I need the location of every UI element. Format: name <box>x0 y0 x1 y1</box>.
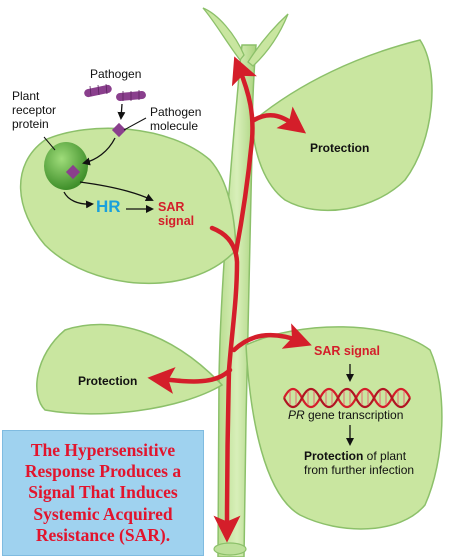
arrow-molecule-to-receptor <box>82 137 116 166</box>
label-pathogen: Pathogen <box>90 67 142 81</box>
caption-box: The Hypersensitive Response Produces a S… <box>2 430 204 556</box>
label-sar-signal-left: SAR signal <box>158 200 195 229</box>
label-pr-italic: PR <box>288 408 305 422</box>
label-protection-left: Protection <box>78 374 138 388</box>
pathogen-molecule-pointer <box>123 117 147 131</box>
arrow-receptor-to-hr <box>63 191 94 209</box>
label-plant-receptor-protein: Plant receptor protein <box>12 89 57 131</box>
leaf-top-sprout-right <box>247 13 289 67</box>
dna-helix-icon <box>283 387 411 409</box>
leaf-lower-right <box>245 326 443 530</box>
receptor-pointer <box>43 136 56 151</box>
process-arrows <box>63 103 354 446</box>
label-protection-bold: Protection <box>304 449 364 463</box>
label-pr-rest: gene transcription <box>304 408 404 422</box>
label-protection-of-plant: Protection of plant from further infecti… <box>304 449 415 478</box>
label-pr-gene-transcription: PR gene transcription <box>288 408 404 423</box>
leaf-top-sprout-left <box>202 7 245 62</box>
leaf-lower-left <box>36 323 224 415</box>
plant-receptor-protein <box>44 142 88 190</box>
arrow-receptor-to-sar <box>79 181 154 202</box>
label-pathogen-molecule: Pathogen molecule <box>150 105 202 133</box>
label-protection-top: Protection <box>310 141 370 155</box>
signal-to-lower-left <box>147 367 233 394</box>
label-protection-rest: of plant <box>363 449 407 463</box>
pathogen-rods <box>84 83 146 101</box>
label-protection-line2: from further infection <box>304 462 415 477</box>
signal-to-lower-right <box>231 323 312 353</box>
signal-main-down <box>209 225 241 543</box>
sar-signal-paths <box>147 56 312 543</box>
label-sar-signal-right: SAR signal <box>314 344 380 358</box>
arrow-pathogen-to-molecule <box>117 103 126 120</box>
signal-to-upper-right <box>251 106 307 134</box>
leaf-upper-right <box>251 39 433 212</box>
label-hr: HR <box>96 197 121 216</box>
caption-text: The Hypersensitive Response Produces a S… <box>24 439 182 546</box>
signal-up-top <box>231 56 257 255</box>
stem-base <box>213 542 247 556</box>
